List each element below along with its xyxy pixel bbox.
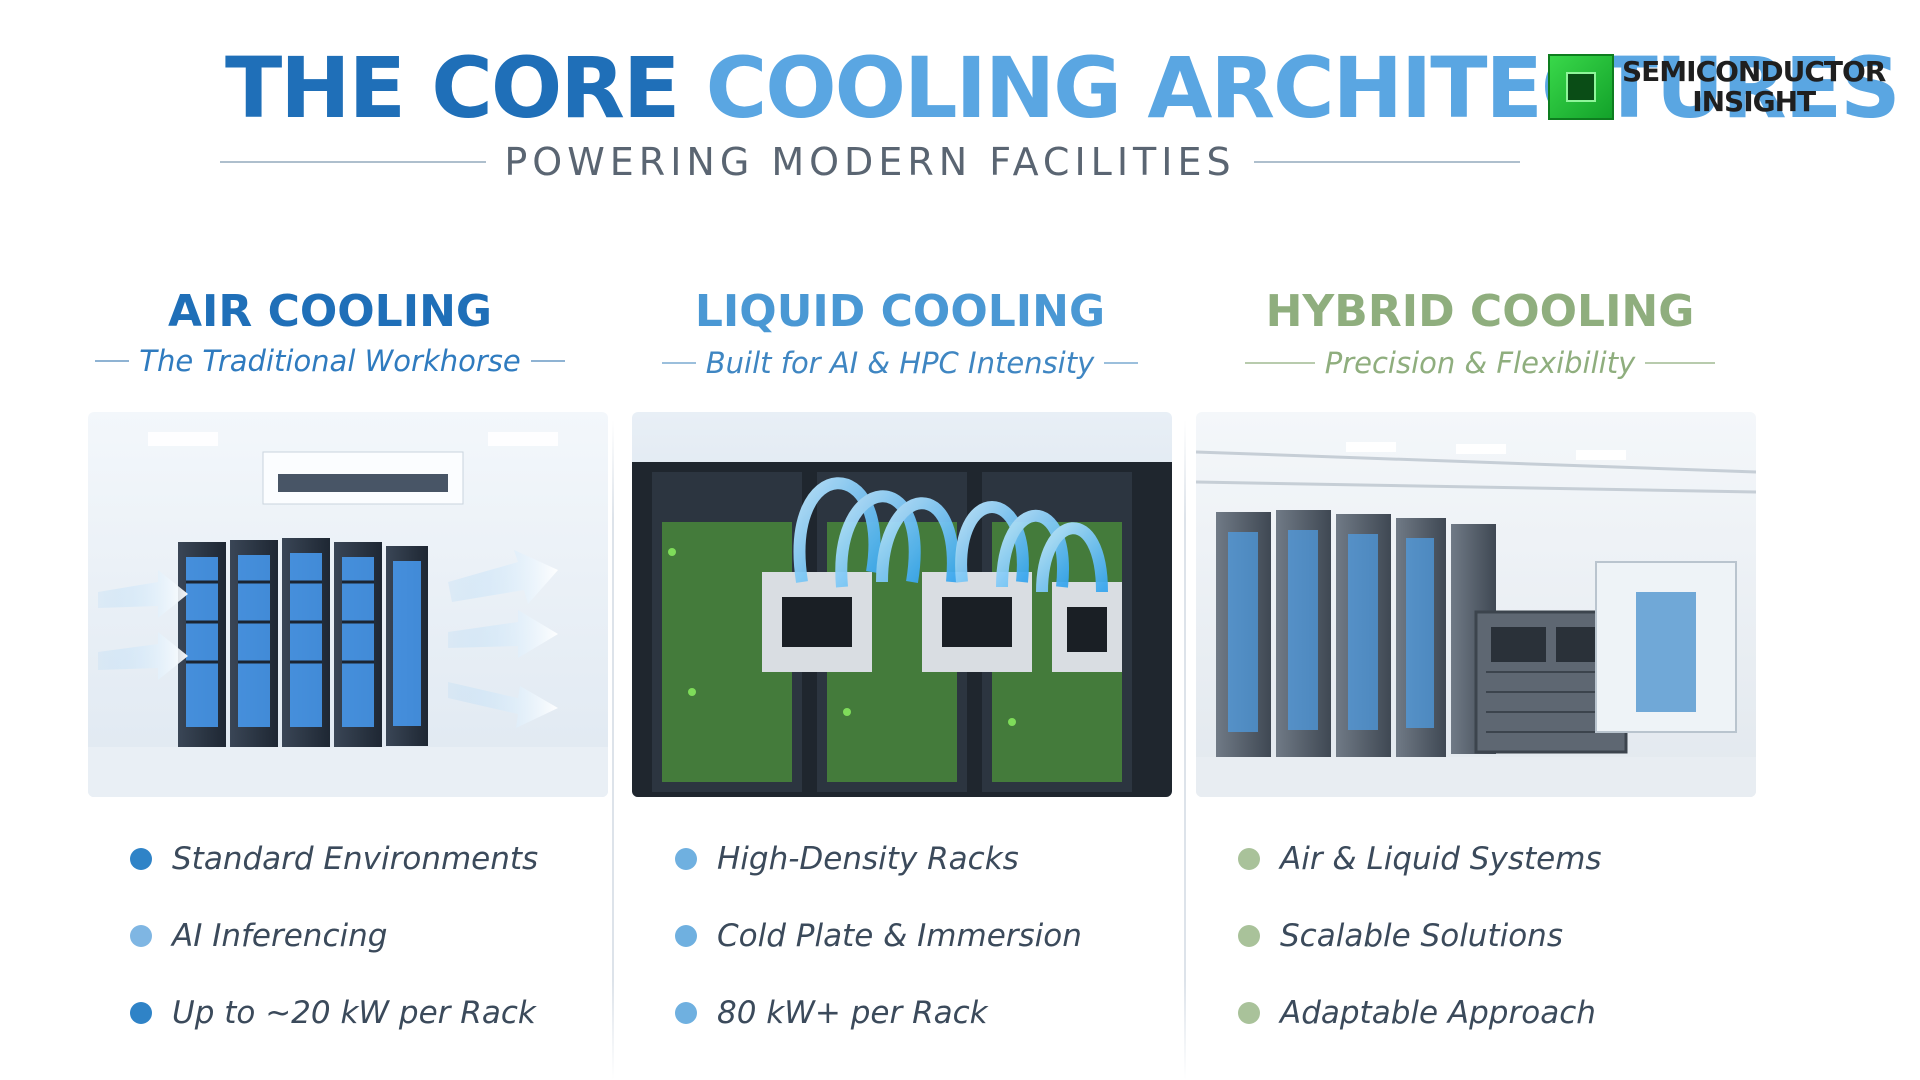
list-item: Standard Environments <box>130 820 590 897</box>
bullet-dot <box>675 924 697 947</box>
brand-logo: SEMICONDUCTOR INSIGHT <box>1548 52 1908 122</box>
bullet-dot <box>675 847 697 870</box>
column-divider-2 <box>1184 420 1186 1080</box>
subtitle-rule-left <box>220 161 487 163</box>
subtitle-rule-right <box>1253 161 1520 163</box>
liquid-cooling-bullets: High-Density Racks Cold Plate & Immersio… <box>675 820 1135 1051</box>
hybrid-cooling-title: HYBRID COOLING <box>1265 286 1695 337</box>
list-item: 80 kW+ per Rack <box>675 974 1135 1051</box>
list-item: Scalable Solutions <box>1238 897 1738 974</box>
hybrid-cooling-subtitle: Precision & Flexibility <box>1324 346 1636 380</box>
list-item: Air & Liquid Systems <box>1238 820 1738 897</box>
hybrid-cooling-bullets: Air & Liquid Systems Scalable Solutions … <box>1238 820 1738 1051</box>
column-divider-1 <box>612 420 614 1080</box>
list-item: Cold Plate & Immersion <box>675 897 1135 974</box>
bullet-dot <box>130 924 152 947</box>
air-cooling-subtitle-row: The Traditional Workhorse <box>80 344 580 378</box>
page-subtitle: POWERING MODERN FACILITIES <box>504 140 1236 184</box>
bullet-dot <box>1238 1001 1260 1024</box>
bullet-dot <box>130 1001 152 1024</box>
hybrid-data-center-illustration <box>1196 412 1756 797</box>
liquid-cooled-rack-illustration <box>632 412 1172 797</box>
air-cooling-title: AIR COOLING <box>167 286 493 337</box>
air-cooled-server-room-illustration <box>88 412 608 797</box>
hybrid-cooling-subtitle-row: Precision & Flexibility <box>1200 346 1760 380</box>
title-part-2: COOLING ARCHITECTURES <box>705 39 1901 137</box>
page-title: THE CORE COOLING ARCHITECTURES <box>225 38 1901 138</box>
bullet-dot <box>1238 924 1260 947</box>
bullet-dot <box>1238 847 1260 870</box>
air-cooling-bullets: Standard Environments AI Inferencing Up … <box>130 820 590 1051</box>
logo-line-2: INSIGHT <box>1692 85 1816 118</box>
bullet-dot <box>130 847 152 870</box>
logo-line-1: SEMICONDUCTOR <box>1622 55 1886 88</box>
liquid-cooling-subtitle: Built for AI & HPC Intensity <box>705 346 1095 380</box>
chip-icon <box>1548 54 1614 120</box>
liquid-cooling-subtitle-row: Built for AI & HPC Intensity <box>630 346 1170 380</box>
liquid-cooling-title: LIQUID COOLING <box>694 286 1106 337</box>
subtitle-row: POWERING MODERN FACILITIES <box>220 140 1520 184</box>
logo-text: SEMICONDUCTOR INSIGHT <box>1622 55 1886 118</box>
title-part-1: THE CORE <box>225 39 706 137</box>
list-item: High-Density Racks <box>675 820 1135 897</box>
list-item: AI Inferencing <box>130 897 590 974</box>
list-item: Adaptable Approach <box>1238 974 1738 1051</box>
bullet-dot <box>675 1001 697 1024</box>
list-item: Up to ~20 kW per Rack <box>130 974 590 1051</box>
air-cooling-subtitle: The Traditional Workhorse <box>139 344 521 378</box>
